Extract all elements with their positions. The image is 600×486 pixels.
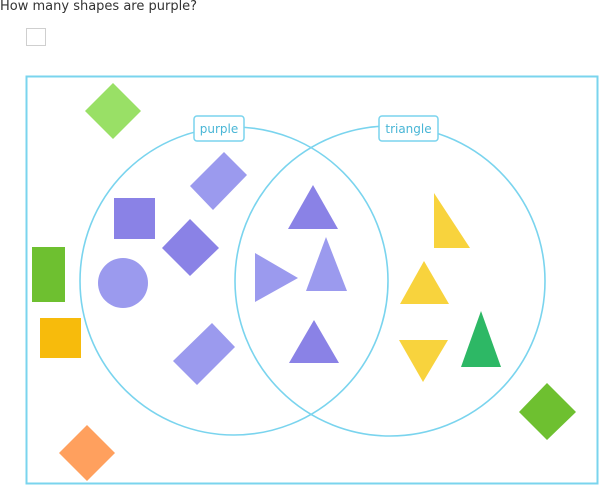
question-text: How many shapes are purple? — [0, 0, 198, 14]
purple-rotated-rectangle-bottom — [173, 323, 235, 385]
purple-rotated-rectangle-top — [190, 152, 247, 210]
purple-diamond — [162, 219, 219, 276]
purple-circle — [98, 258, 148, 308]
purple-tall-triangle — [306, 237, 347, 291]
answer-input[interactable] — [26, 28, 46, 46]
svg-text:triangle: triangle — [385, 122, 431, 136]
lime-diamond — [519, 383, 576, 440]
universe-rectangle — [25, 75, 599, 485]
green-triangle — [461, 311, 501, 367]
orange-diamond — [59, 425, 115, 481]
purple-square — [114, 198, 155, 239]
yellow-inverted-triangle — [399, 340, 448, 382]
yellow-right-triangle — [434, 193, 470, 248]
purple-set-label: purple — [193, 115, 245, 142]
purple-right-pointing-triangle — [255, 253, 298, 302]
light-green-diamond — [85, 83, 141, 139]
orange-yellow-square — [40, 318, 81, 358]
yellow-triangle — [400, 261, 449, 304]
triangle-set-label: triangle — [378, 115, 439, 142]
purple-triangle-bottom — [289, 320, 339, 363]
svg-text:purple: purple — [200, 122, 239, 136]
purple-triangle-top — [288, 185, 338, 229]
green-rectangle — [32, 247, 65, 302]
